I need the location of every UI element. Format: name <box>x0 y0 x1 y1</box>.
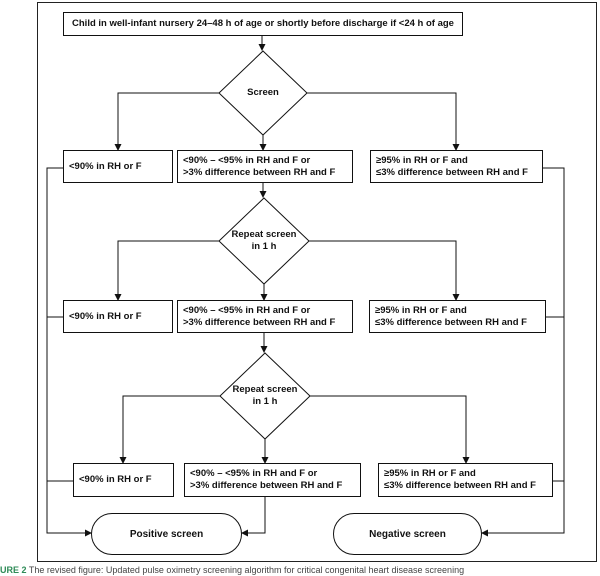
row3-fail-text: <90% in RH or F <box>79 474 152 485</box>
connector-screen-pass <box>307 92 460 151</box>
row2-pass-text: ≥95% in RH or F and ≤3% difference betwe… <box>375 304 527 328</box>
connector-fail-positive <box>46 167 92 537</box>
row1-mid-box: <90% – <95% in RH and F or >3% differenc… <box>177 150 353 183</box>
figure-caption-text: The revised figure: Updated pulse oximet… <box>26 565 465 575</box>
row1-fail-box: <90% in RH or F <box>63 150 173 183</box>
connector-pass-negative <box>481 167 565 537</box>
row3-mid-text: <90% – <95% in RH and F or >3% differenc… <box>190 468 343 491</box>
connector-repeat2-fail <box>119 395 220 464</box>
negative-screen-terminal: Negative screen <box>333 513 482 555</box>
decision-repeat2-label: Repeat screen in 1 h <box>232 384 298 407</box>
row2-mid-text: <90% – <95% in RH and F or >3% differenc… <box>183 304 336 328</box>
start-box: Child in well-infant nursery 24–48 h of … <box>63 12 463 36</box>
row2-fail-text: <90% in RH or F <box>69 310 142 322</box>
row3-fail-box: <90% in RH or F <box>73 463 174 497</box>
row1-mid-text: <90% – <95% in RH and F or >3% differenc… <box>183 154 336 178</box>
row1-pass-text: ≥95% in RH or F and ≤3% difference betwe… <box>376 154 528 178</box>
flowchart-frame <box>37 2 597 562</box>
figure-caption-lead: URE 2 <box>0 565 27 575</box>
row1-fail-text: <90% in RH or F <box>69 160 142 172</box>
row2-fail-box: <90% in RH or F <box>63 300 173 333</box>
connector-repeat1-fail <box>114 240 219 301</box>
positive-screen-label: Positive screen <box>129 528 204 540</box>
row2-mid-box: <90% – <95% in RH and F or >3% differenc… <box>177 300 353 333</box>
negative-screen-label: Negative screen <box>369 528 446 540</box>
figure-caption: URE 2 The revised figure: Updated pulse … <box>0 564 600 576</box>
connector-repeat2-pass <box>310 395 470 464</box>
row1-pass-box: ≥95% in RH or F and ≤3% difference betwe… <box>370 150 543 183</box>
row2-pass-box: ≥95% in RH or F and ≤3% difference betwe… <box>369 300 546 333</box>
row3-pass-text: ≥95% in RH or F and ≤3% difference betwe… <box>384 468 536 491</box>
start-text: Child in well-infant nursery 24–48 h of … <box>72 18 454 29</box>
positive-screen-terminal: Positive screen <box>91 513 242 555</box>
connector-repeat1-pass <box>309 240 460 301</box>
row3-pass-box: ≥95% in RH or F and ≤3% difference betwe… <box>378 463 553 497</box>
connector-mid3-positive <box>241 497 266 537</box>
decision-screen-label: Screen <box>247 87 279 98</box>
connector-screen-fail <box>114 92 219 151</box>
row3-mid-box: <90% – <95% in RH and F or >3% differenc… <box>184 463 361 497</box>
decision-repeat1-label: Repeat screen in 1 h <box>231 229 297 252</box>
